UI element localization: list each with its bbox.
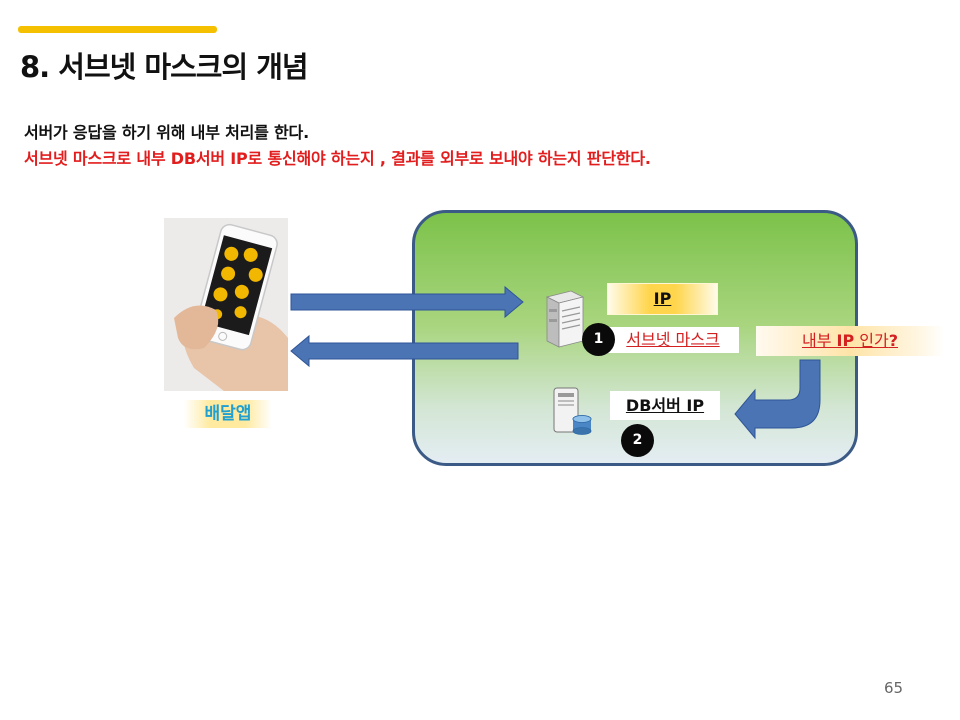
- db-server-ip-label: DB서버 IP: [610, 391, 720, 420]
- title-accent-bar: [18, 26, 217, 33]
- response-arrow-left-icon: [290, 334, 519, 368]
- page-number: 65: [884, 679, 904, 697]
- subnet-mask-label: 서브넷 마스크: [607, 327, 739, 353]
- database-server-icon: [553, 387, 592, 435]
- delivery-app-phone-photo: [164, 218, 288, 391]
- ip-label: IP: [607, 283, 718, 315]
- internal-ip-bold: IP: [836, 331, 855, 350]
- internal-ip-question-mark: ?: [888, 331, 899, 350]
- phone-in-hand-icon: [164, 218, 288, 391]
- internal-ip-middle: 인가: [854, 331, 889, 350]
- delivery-app-label: 배달앱: [184, 400, 272, 428]
- server-icon: [545, 290, 585, 348]
- description-line-1: 서버가 응답을 하기 위해 내부 처리를 한다.: [24, 123, 309, 142]
- step-2-badge: 2: [621, 424, 654, 457]
- slide-title: 8. 서브넷 마스크의 개념: [20, 50, 309, 84]
- request-arrow-right-icon: [290, 285, 524, 319]
- step-1-badge: 1: [582, 323, 615, 356]
- description-line-2: 서브넷 마스크로 내부 DB서버 IP로 통신해야 하는지 , 결과를 외부로 …: [24, 149, 651, 168]
- curved-arrow-down-left-icon: [734, 359, 821, 440]
- internal-ip-prefix: 내부: [801, 331, 837, 350]
- internal-ip-question-label: 내부 IP 인가?: [756, 326, 944, 356]
